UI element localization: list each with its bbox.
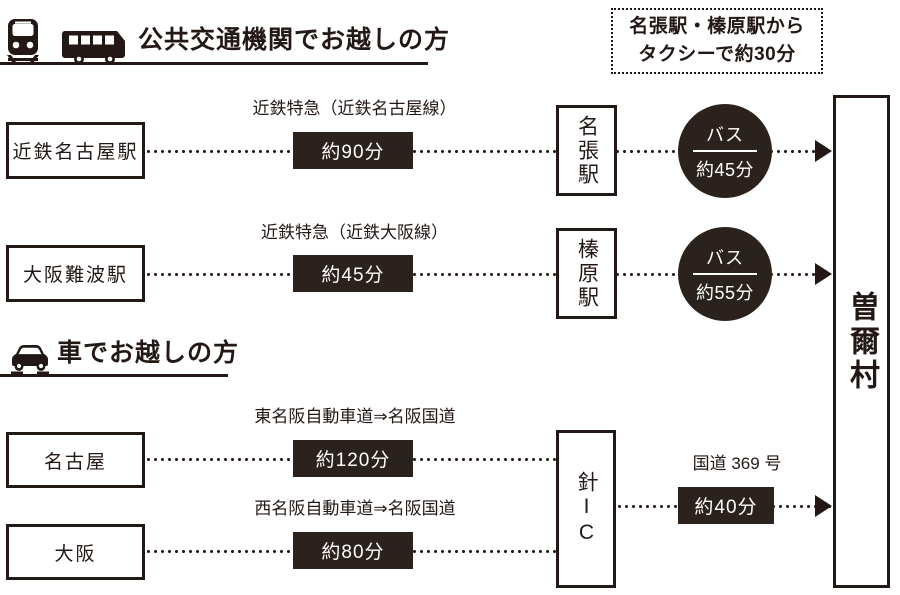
row1-route-caption: 近鉄特急（近鉄名古屋線） xyxy=(252,99,457,118)
row1-bus-circle: バス 約45分 xyxy=(678,104,772,198)
row5-arrowhead xyxy=(815,495,832,517)
interchange-name: 針 xyxy=(575,471,599,495)
row2-duration-label: 約45分 xyxy=(321,265,385,286)
taxi-note-box: 名張駅・榛原駅から タクシーで約30分 xyxy=(611,8,823,74)
public-transport-heading: 公共交通機関でお越しの方 xyxy=(138,26,451,54)
bus-icon xyxy=(62,27,128,65)
row3-duration-label: 約120分 xyxy=(315,450,391,471)
row2-bus-divider xyxy=(693,272,757,275)
origin-label: 大阪 xyxy=(54,543,97,565)
row5-duration-label: 約40分 xyxy=(694,497,758,518)
transfer-label: 榛原駅 xyxy=(575,237,599,310)
row1-bus-mode-label: バス xyxy=(706,124,744,145)
row1-bus-divider xyxy=(693,149,757,152)
transfer-label: 名張駅 xyxy=(575,114,599,187)
row1-connector-line xyxy=(145,150,835,153)
row4-duration-chip: 約80分 xyxy=(293,532,413,569)
row1-duration-label: 約90分 xyxy=(321,142,385,163)
origin-label: 名古屋 xyxy=(43,451,107,473)
destination-label: 曽爾村 xyxy=(845,290,878,393)
destination-box-soni-village: 曽爾村 xyxy=(833,95,890,588)
row2-bus-mode-label: バス xyxy=(706,247,744,268)
origin-box-osaka: 大阪 xyxy=(6,524,145,580)
row1-bus-duration-label: 約45分 xyxy=(695,159,755,180)
transfer-box-nabari: 名張駅 xyxy=(556,105,617,196)
row5-duration-chip: 約40分 xyxy=(678,487,774,524)
car-icon xyxy=(8,341,52,375)
train-icon xyxy=(6,18,40,66)
taxi-note-line1: 名張駅・榛原駅から xyxy=(629,16,805,38)
row2-bus-duration-label: 約55分 xyxy=(695,282,755,303)
row2-route-caption: 近鉄特急（近鉄大阪線） xyxy=(261,223,448,242)
row1-arrowhead xyxy=(815,140,832,162)
row4-duration-label: 約80分 xyxy=(321,542,385,563)
car-heading-rule xyxy=(0,374,228,377)
transfer-box-haibara: 榛原駅 xyxy=(556,228,617,319)
row2-connector-line xyxy=(145,273,835,276)
origin-box-kintetsu-nagoya: 近鉄名古屋駅 xyxy=(6,122,145,179)
row2-bus-circle: バス 約55分 xyxy=(678,227,772,321)
row2-arrowhead xyxy=(815,263,832,285)
origin-label: 近鉄名古屋駅 xyxy=(12,142,139,163)
taxi-note-line2: タクシーで約30分 xyxy=(638,44,796,65)
interchange-type: IC xyxy=(575,495,599,547)
row3-duration-chip: 約120分 xyxy=(293,440,413,477)
interchange-box-hari-ic: 針 IC xyxy=(556,430,616,588)
origin-label: 大阪難波駅 xyxy=(22,265,128,286)
row1-duration-chip: 約90分 xyxy=(293,132,413,169)
row5-route-caption: 国道 369 号 xyxy=(692,454,782,473)
car-heading: 車でお越しの方 xyxy=(57,339,240,367)
row2-duration-chip: 約45分 xyxy=(293,255,413,292)
origin-box-nagoya: 名古屋 xyxy=(6,432,145,488)
public-transport-heading-rule xyxy=(0,62,428,65)
origin-box-osaka-namba: 大阪難波駅 xyxy=(6,245,145,302)
row3-route-caption: 東名阪自動車道⇒名阪国道 xyxy=(254,407,456,426)
row4-route-caption: 西名阪自動車道⇒名阪国道 xyxy=(254,499,456,518)
